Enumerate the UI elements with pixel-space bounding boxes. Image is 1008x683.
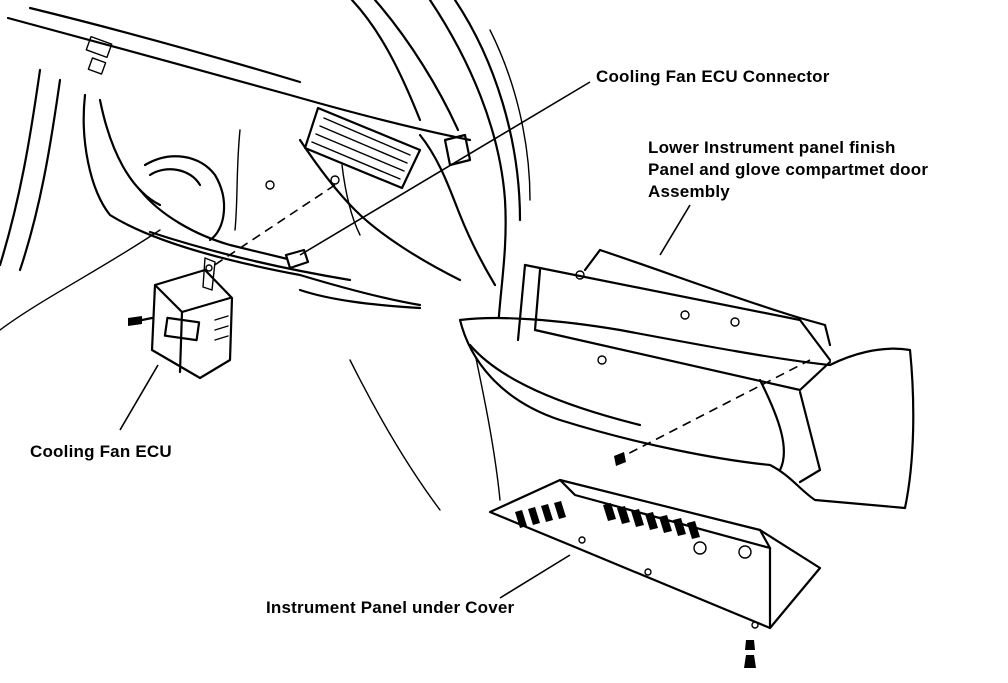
label-cooling-fan-ecu: Cooling Fan ECU [30,442,172,461]
leader-lines [119,81,811,599]
cover-slots [515,501,700,539]
under-cover-drawing [488,478,822,668]
label-lower-panel-line-3: Assembly [648,182,730,201]
dashboard-drawing [0,0,531,511]
glove-compartment-drawing [458,248,915,510]
label-instrument-panel-under-cover: Instrument Panel under Cover [266,598,515,617]
cooling-fan-ecu-drawing [128,257,234,380]
label-lower-panel-line-1: Lower Instrument panel finish [648,138,896,157]
label-cooling-fan-ecu-connector: Cooling Fan ECU Connector [596,67,830,86]
label-lower-panel-line-2: Panel and glove compartmet door [648,160,929,179]
